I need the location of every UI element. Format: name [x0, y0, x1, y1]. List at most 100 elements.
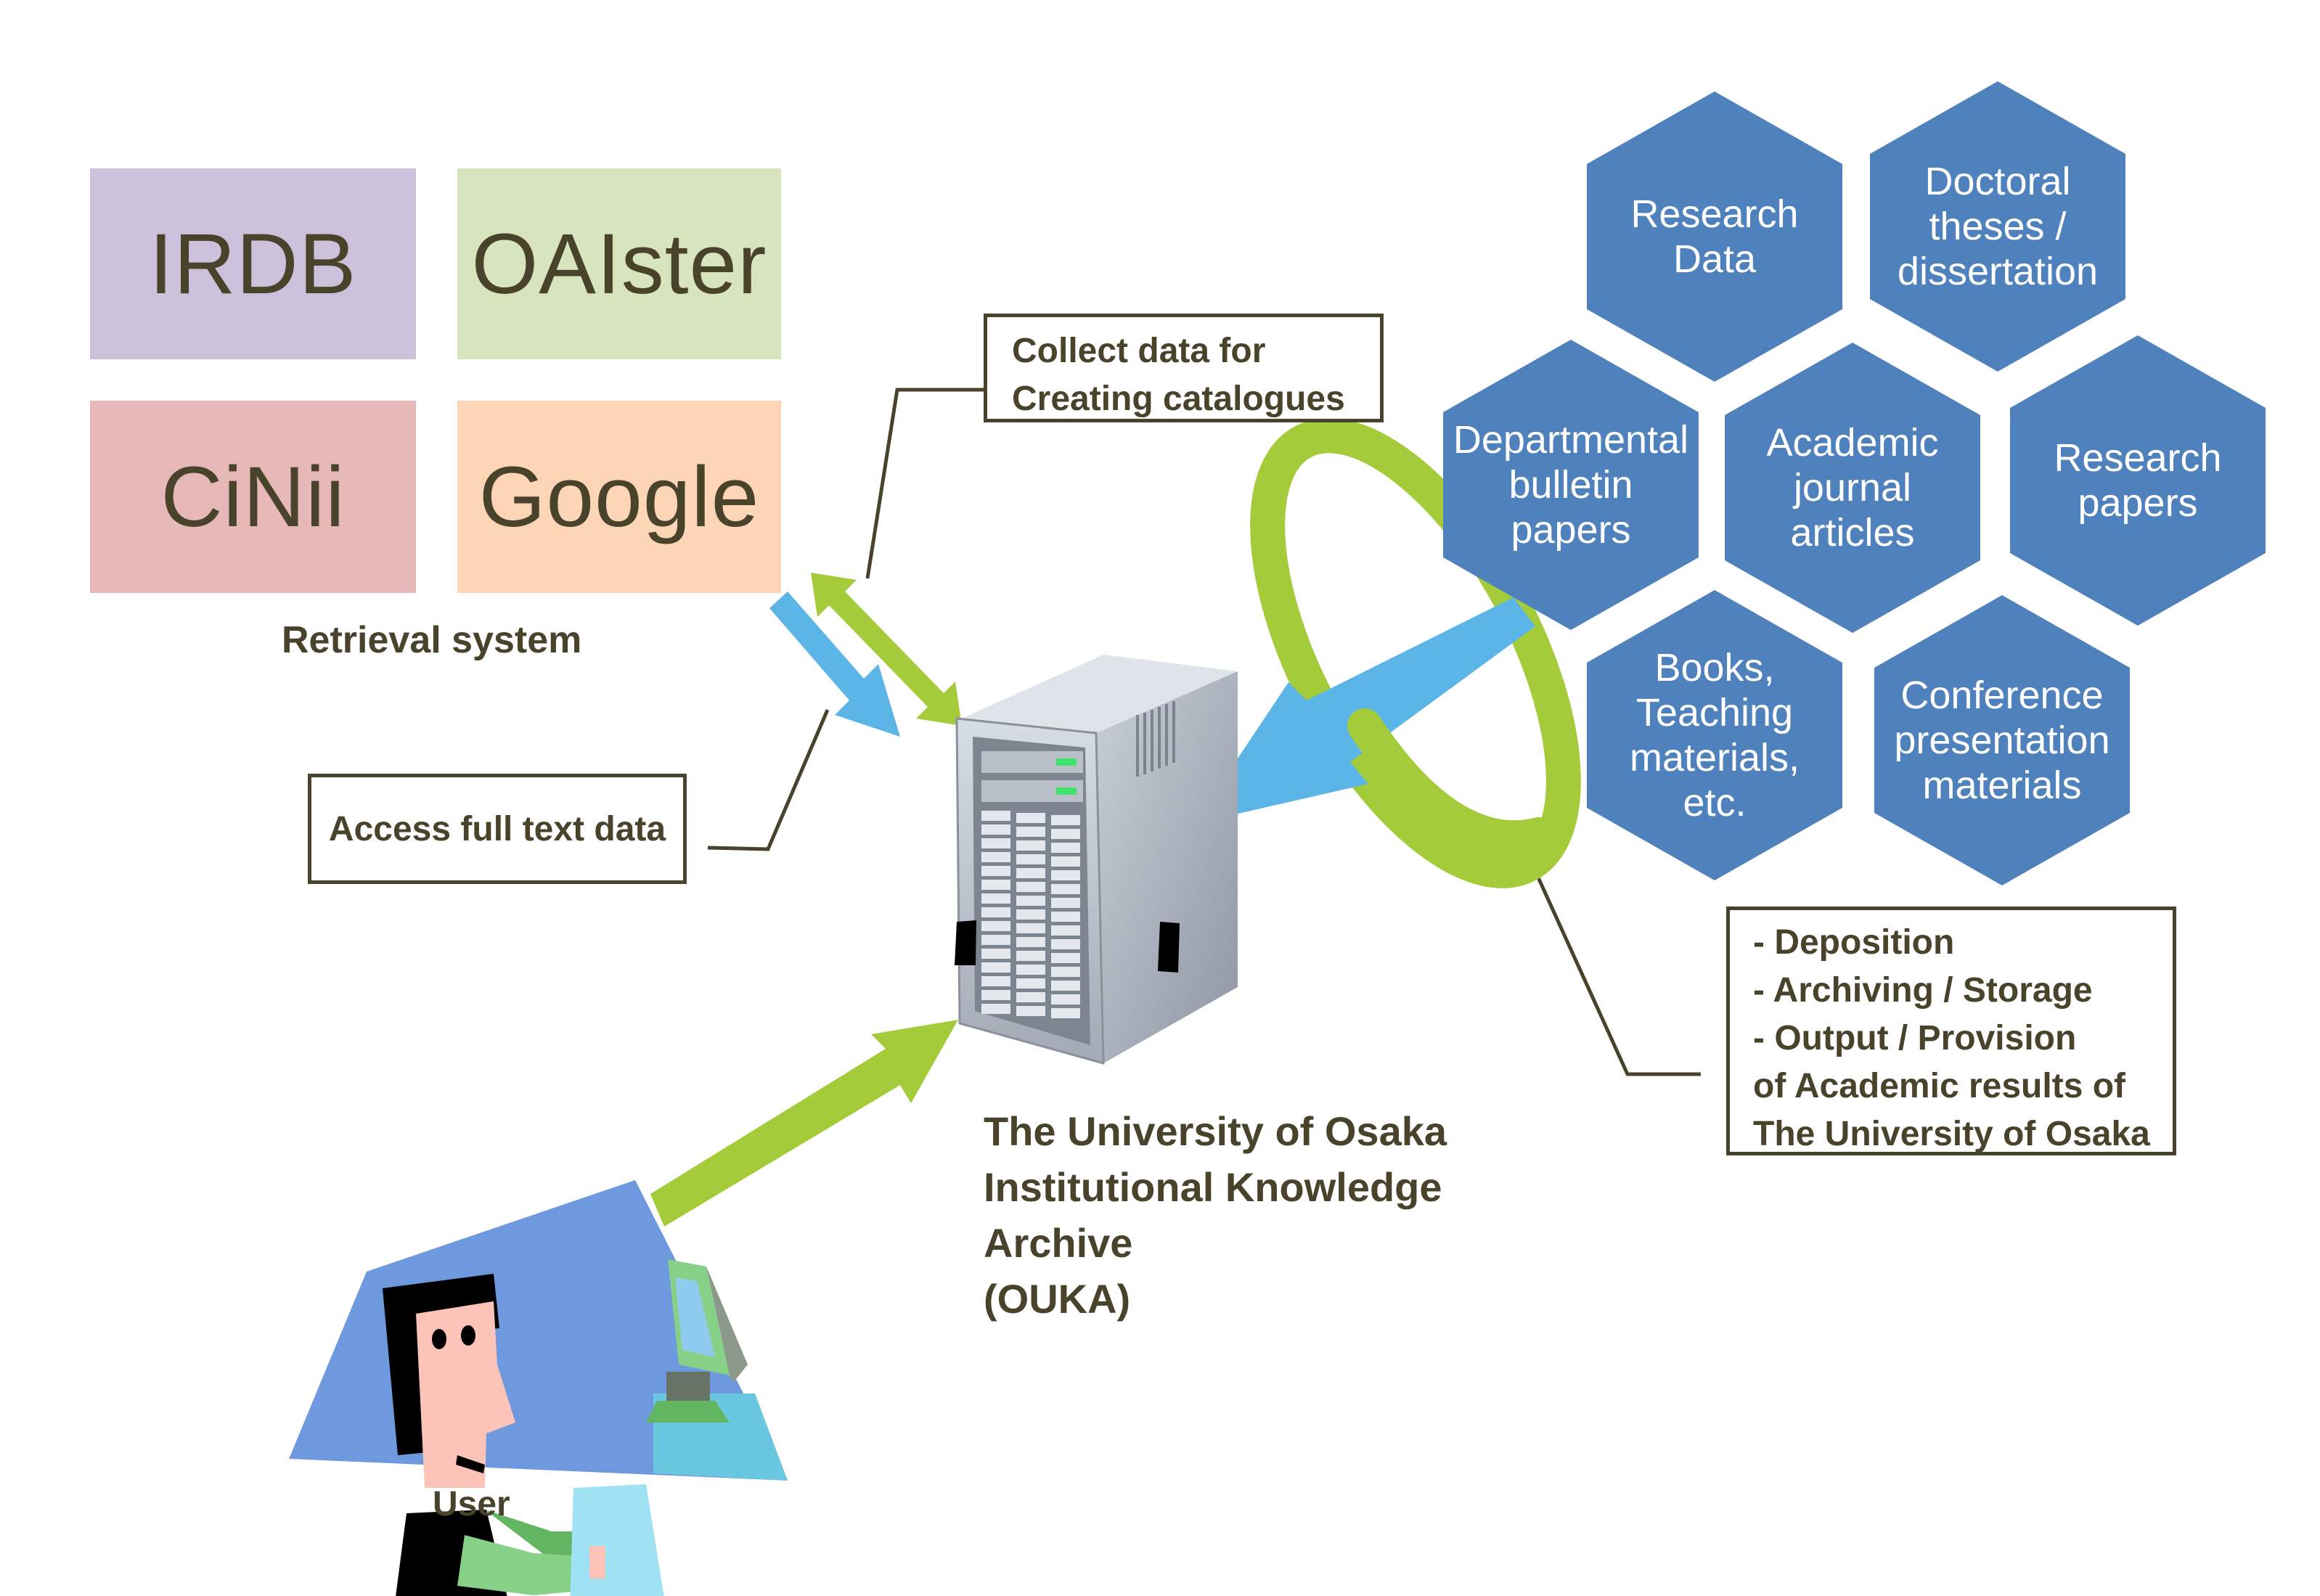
- drive-bay: [1016, 868, 1045, 878]
- hex-label-line: Conference: [1900, 674, 2103, 717]
- service-irdb: IRDB: [90, 168, 416, 359]
- drive-bay: [981, 921, 1010, 931]
- drive-bay: [1051, 884, 1080, 894]
- user-illustration: [289, 1180, 788, 1596]
- repository-title-line: Archive: [984, 1220, 1133, 1266]
- drive-bay: [981, 866, 1010, 876]
- hex-label-line: bulletin: [1508, 463, 1633, 507]
- drive-bay: [1051, 815, 1080, 825]
- drive-bay: [981, 1004, 1010, 1014]
- drive-bay: [981, 935, 1010, 945]
- hex-label-line: Research: [2054, 436, 2221, 480]
- hex-label-line: articles: [1790, 511, 1914, 554]
- hex-label-line: presentation: [1894, 719, 2109, 762]
- hexagon-shape: [1443, 340, 1699, 630]
- repository-title-line: The University of Osaka: [984, 1108, 1447, 1154]
- hex-label-line: theses /: [1929, 205, 2066, 248]
- drive-bay: [981, 907, 1010, 917]
- drive-bay: [1051, 843, 1080, 853]
- drive-bay: [1051, 967, 1080, 977]
- drive-bay: [1051, 898, 1080, 908]
- hexagon-shape: [1587, 91, 1842, 382]
- repository-title: The University of Osaka Institutional Kn…: [984, 1103, 1447, 1327]
- drive-bay: [981, 949, 1010, 959]
- drive-bay: [981, 976, 1010, 986]
- hex-label-line: Research: [1630, 192, 1798, 236]
- hex-label-line: etc.: [1683, 781, 1746, 824]
- hexagon-shape: [2010, 335, 2266, 626]
- service-cinii-label: CiNii: [160, 449, 346, 545]
- service-google: Google: [457, 401, 781, 593]
- drive-bay: [1016, 923, 1045, 933]
- drive-bay: [981, 990, 1010, 1000]
- hex-label-line: Departmental: [1453, 418, 1688, 462]
- access-connector-line: [707, 709, 830, 851]
- server-icon: [955, 655, 1238, 1065]
- hex-label-line: Academic: [1766, 421, 1938, 465]
- function-line: - Output / Provision: [1753, 1019, 2077, 1057]
- drive-bay: [1016, 937, 1045, 947]
- retrieval-system-caption: Retrieval system: [282, 619, 582, 661]
- drive-bay: [1051, 829, 1080, 839]
- hex-label-line: papers: [2078, 481, 2197, 525]
- drive-bay: [1016, 951, 1045, 961]
- harvest-double-arrow: [811, 573, 962, 726]
- drive-bay: [1016, 1006, 1045, 1016]
- hex-label-line: Teaching: [1636, 691, 1793, 734]
- collect-line-2: Creating catalogues: [1012, 380, 1345, 418]
- hex-label-line: dissertation: [1898, 250, 2098, 293]
- functions-connector-line: [1525, 852, 1701, 1076]
- collect-connector-line: [865, 388, 984, 579]
- access-label: Access full text data: [328, 809, 666, 848]
- collect-data-callout: Collect data for Creating catalogues: [984, 314, 1384, 422]
- service-oaister-label: OAIster: [471, 216, 767, 312]
- drive-bay: [1051, 856, 1080, 867]
- hexagon-shape: [1587, 590, 1842, 880]
- drive-bay: [1016, 965, 1045, 975]
- drive-bay: [1016, 827, 1045, 837]
- drive-bay: [1016, 978, 1045, 989]
- access-full-text-callout: Access full text data: [308, 774, 687, 884]
- service-google-label: Google: [478, 449, 760, 545]
- hex-label-line: Books,: [1654, 646, 1774, 689]
- function-line: of Academic results of: [1753, 1067, 2126, 1105]
- function-line: - Archiving / Storage: [1753, 971, 2093, 1010]
- hex-label-line: materials,: [1630, 736, 1800, 779]
- collect-line-1: Collect data for: [1012, 332, 1266, 370]
- drive-bay: [1051, 1008, 1080, 1018]
- drive-bay: [1051, 912, 1080, 922]
- function-line: The University of Osaka: [1753, 1115, 2150, 1153]
- access-arrow: [769, 592, 900, 737]
- hex-label-line: Data: [1673, 237, 1757, 281]
- drive-bay: [981, 824, 1010, 835]
- repository-functions-callout: - Deposition - Archiving / Storage - Out…: [1726, 907, 2176, 1155]
- drive-bay: [1016, 882, 1045, 892]
- drive-bay: [1016, 992, 1045, 1002]
- hexagon-shape: [1874, 595, 2130, 885]
- drive-bay: [1016, 896, 1045, 906]
- hex-label-line: journal: [1792, 466, 1911, 510]
- drive-bay: [1051, 870, 1080, 880]
- drive-bay: [981, 880, 1010, 890]
- drive-bay: [981, 811, 1010, 821]
- hex-label-line: Doctoral: [1924, 160, 2070, 203]
- drive-bay: [1016, 909, 1045, 920]
- drive-bay: [1016, 813, 1045, 823]
- drive-bay: [1051, 953, 1080, 963]
- user-access-arrow: [650, 1020, 958, 1227]
- service-oaister: OAIster: [457, 168, 781, 359]
- service-irdb-label: IRDB: [149, 216, 357, 312]
- drive-bay: [1051, 994, 1080, 1004]
- drive-bay: [981, 838, 1010, 848]
- drive-bay: [981, 852, 1010, 862]
- repository-title-line: Institutional Knowledge: [984, 1164, 1442, 1210]
- drive-bay: [981, 962, 1010, 973]
